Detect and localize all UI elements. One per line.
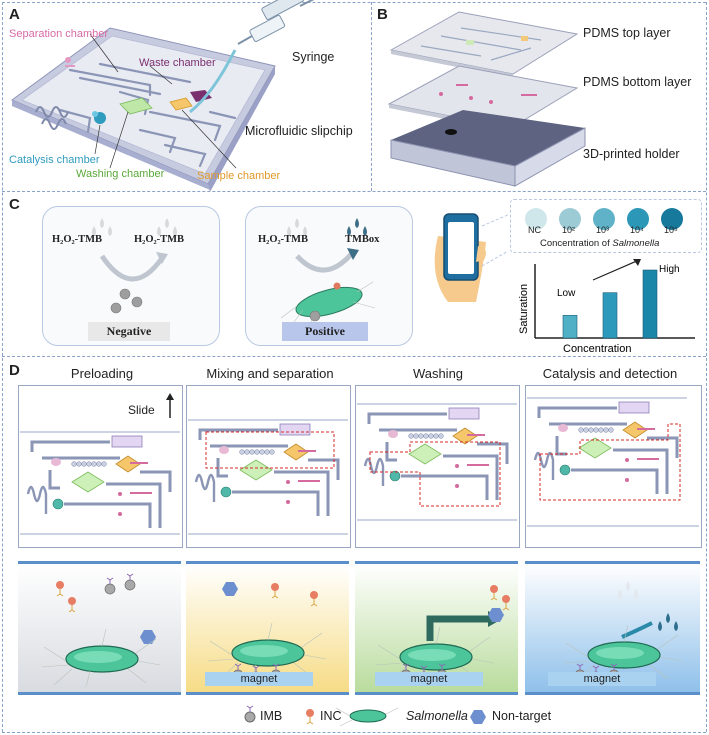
panel-letter-d: D <box>9 362 20 379</box>
divider-ab-c <box>2 191 706 192</box>
slide-label: Slide <box>128 403 155 417</box>
swatch-1e5 <box>661 208 683 230</box>
swatch-nc <box>525 208 547 230</box>
positive-reaction <box>280 218 376 331</box>
magnet-catalysis: magnet <box>548 672 656 686</box>
magnet-washing: magnet <box>375 672 483 686</box>
swatch-label-1e2: 10² <box>562 225 576 235</box>
label-3d-holder: 3D-printed holder <box>583 147 680 161</box>
label-washing-chamber: Washing chamber <box>76 168 165 180</box>
pos-right-reagent: TMBox <box>345 234 380 245</box>
pos-left-reagent: H₂O₂-TMB <box>258 234 309 245</box>
legend-imb-icon <box>244 711 256 723</box>
divider-a-b <box>371 2 372 191</box>
divider-bottom <box>2 732 706 733</box>
divider-left <box>2 2 3 732</box>
layers-illustration <box>387 11 586 187</box>
label-separation-chamber: Separation chamber <box>9 28 109 40</box>
neg-left-reagent: H₂O₂-TMB <box>52 234 103 245</box>
swatch-1e3 <box>593 208 615 230</box>
legend-icons <box>244 705 486 727</box>
chip-frame-catalysis <box>525 385 702 548</box>
y-axis-label: Saturation <box>518 284 530 334</box>
magnet-mixing: magnet <box>205 672 313 686</box>
stage-title-catalysis: Catalysis and detection <box>542 366 678 381</box>
stage-title-washing: Washing <box>412 366 464 381</box>
divider-top <box>2 2 706 3</box>
divider-c-d <box>2 356 706 357</box>
annotation-high: High <box>659 264 680 275</box>
swatch-row <box>525 208 683 230</box>
divider-right <box>706 2 707 732</box>
trend-arrow <box>592 259 640 281</box>
legend-salmonella-label: Salmonella <box>406 709 468 723</box>
trend-arrow-head <box>633 259 641 266</box>
legend-nontarget-label: Non-target <box>492 709 552 723</box>
bar-2 <box>602 292 618 339</box>
label-syringe: Syringe <box>292 50 335 64</box>
swatch-label-1e5: 10⁵ <box>664 225 678 235</box>
scene-illustrations <box>41 573 683 688</box>
panel-letter-b: B <box>377 6 388 23</box>
swatch-label-nc: NC <box>528 225 541 235</box>
swatch-1e4 <box>627 208 649 230</box>
x-axis-label: Concentration <box>563 343 632 354</box>
bar-3 <box>642 269 658 339</box>
bar-1 <box>562 315 578 339</box>
swatch-caption: Concentration of Salmonella <box>540 238 660 249</box>
label-waste-chamber: Waste chamber <box>139 57 216 69</box>
label-pdms-bottom: PDMS bottom layer <box>583 75 692 89</box>
annotation-low: Low <box>557 288 576 299</box>
slipchip-illustration <box>10 0 315 191</box>
stage-title-mixing: Mixing and separation <box>206 366 334 381</box>
neg-right-reagent: H₂O₂-TMB <box>134 234 185 245</box>
stage-title-preloading: Preloading <box>70 366 134 381</box>
swatch-label-1e4: 10⁴ <box>630 225 644 235</box>
label-microfluidic-slipchip: Microfluidic slipchip <box>245 124 353 138</box>
panel-letter-c: C <box>9 196 20 213</box>
positive-label: Positive <box>282 322 368 341</box>
scene-preloading <box>18 561 181 695</box>
swatch-panel <box>510 199 702 253</box>
swatch-label-1e3: 10³ <box>596 225 610 235</box>
label-catalysis-chamber: Catalysis chamber <box>9 154 100 166</box>
legend-salmonella-icon <box>349 709 387 723</box>
chip-frame-preloading <box>18 385 183 548</box>
legend-inc-icon <box>306 709 314 717</box>
swatch-1e2 <box>559 208 581 230</box>
chip-frame-mixing <box>186 385 351 548</box>
legend-nontarget-icon <box>470 710 486 724</box>
negative-reaction <box>92 218 177 314</box>
label-pdms-top: PDMS top layer <box>583 26 671 40</box>
legend-imb-label: IMB <box>260 709 283 723</box>
legend-inc-label: INC <box>320 709 342 723</box>
negative-label: Negative <box>88 322 170 341</box>
label-sample-chamber: Sample chamber <box>197 170 281 182</box>
smartphone-icon <box>434 213 508 302</box>
panel-letter-a: A <box>9 6 20 23</box>
chip-schematics <box>18 393 699 535</box>
